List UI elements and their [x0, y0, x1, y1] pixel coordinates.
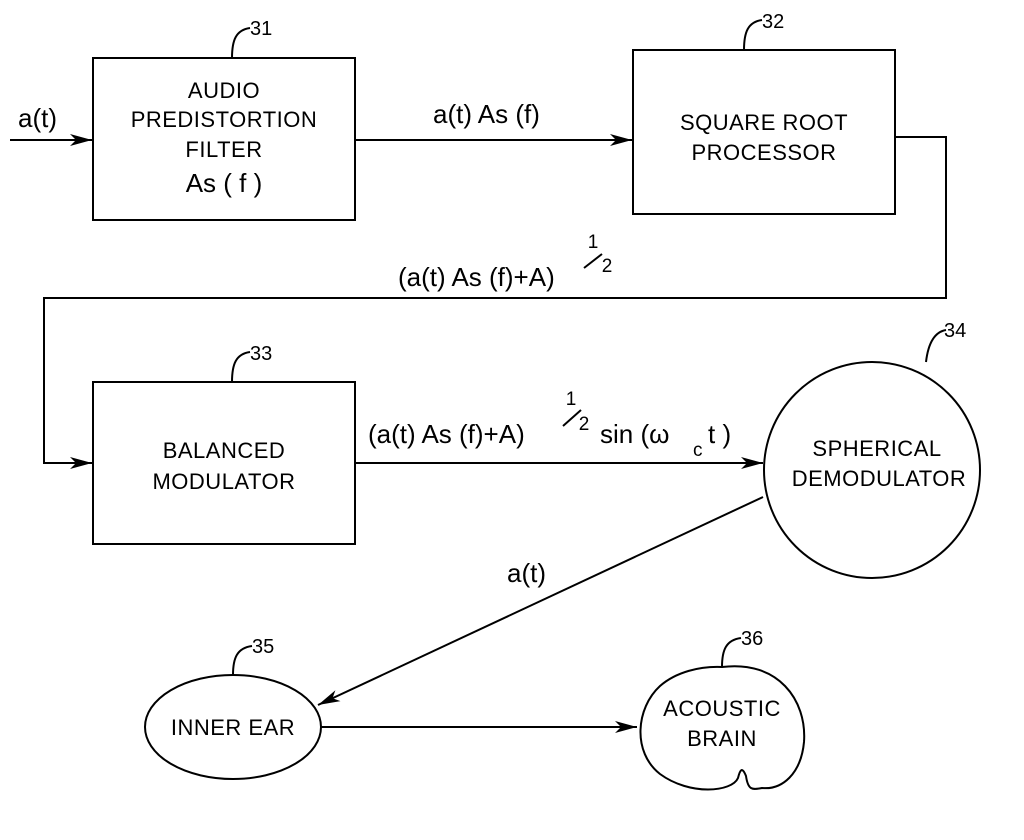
ref-leader-32 [744, 20, 762, 50]
demodulated-signal-label: a(t) [507, 558, 546, 588]
predistortion-label-line1: AUDIO [188, 78, 260, 103]
sqrt-label-line2: PROCESSOR [691, 140, 836, 165]
ref-number-31: 31 [250, 18, 272, 40]
demodulator-label-line2: DEMODULATOR [792, 466, 967, 491]
input-signal: a(t) [10, 103, 92, 140]
square-root-processor-block: SQUARE ROOT PROCESSOR 32 [633, 11, 895, 214]
modulated-carrier-subscript: c [693, 440, 703, 461]
ref-number-36: 36 [741, 628, 763, 650]
ref-number-33: 33 [250, 343, 272, 365]
ref-number-32: 32 [762, 11, 784, 33]
predistortion-label-line2: PREDISTORTION [131, 107, 318, 132]
ref-leader-36 [722, 638, 741, 667]
predistortion-filter-block: AUDIO PREDISTORTION FILTER As ( f ) 31 [93, 18, 355, 220]
ref-number-35: 35 [252, 636, 274, 658]
modulated-exp-den: 2 [579, 414, 590, 435]
ref-leader-34 [926, 330, 946, 362]
sqrt-output-label: (a(t) As (f)+A) [398, 262, 555, 292]
sqrt-output-exp-den: 2 [602, 256, 613, 277]
ref-number-34: 34 [944, 320, 966, 342]
ref-leader-35 [233, 646, 252, 675]
brain-label-line1: ACOUSTIC [663, 696, 781, 721]
sqrt-output-exp-num: 1 [588, 232, 599, 253]
modulated-signal: (a(t) As (f)+A) 1 2 sin (ω c t ) [355, 389, 763, 463]
spherical-demodulator-block: SPHERICAL DEMODULATOR 34 [764, 320, 980, 578]
demodulator-label-line1: SPHERICAL [812, 436, 941, 461]
ref-leader-33 [232, 352, 250, 382]
predistortion-label-line3: FILTER [185, 137, 262, 162]
modulated-signal-base: (a(t) As (f)+A) [368, 419, 525, 449]
modulator-label-line2: MODULATOR [152, 469, 295, 494]
inner-ear-block: INNER EAR 35 [145, 636, 321, 779]
sqrt-label-line1: SQUARE ROOT [680, 110, 848, 135]
filtered-signal-label: a(t) As (f) [433, 99, 540, 129]
ref-leader-31 [232, 28, 250, 58]
modulator-label-line1: BALANCED [163, 438, 286, 463]
modulated-sin-tail: t ) [708, 419, 731, 449]
sqrt-output-exp-bar [584, 254, 602, 268]
input-signal-label: a(t) [18, 103, 57, 133]
modulated-exp-num: 1 [566, 389, 577, 410]
acoustic-brain-block: ACOUSTIC BRAIN 36 [640, 628, 804, 790]
predistortion-transfer-function: As ( f ) [186, 168, 263, 198]
brain-label-line2: BRAIN [687, 726, 757, 751]
modulated-sin-term: sin (ω [600, 419, 669, 449]
filtered-signal: a(t) As (f) [355, 99, 632, 140]
inner-ear-label: INNER EAR [171, 715, 295, 740]
balanced-modulator-block: BALANCED MODULATOR 33 [93, 343, 355, 544]
